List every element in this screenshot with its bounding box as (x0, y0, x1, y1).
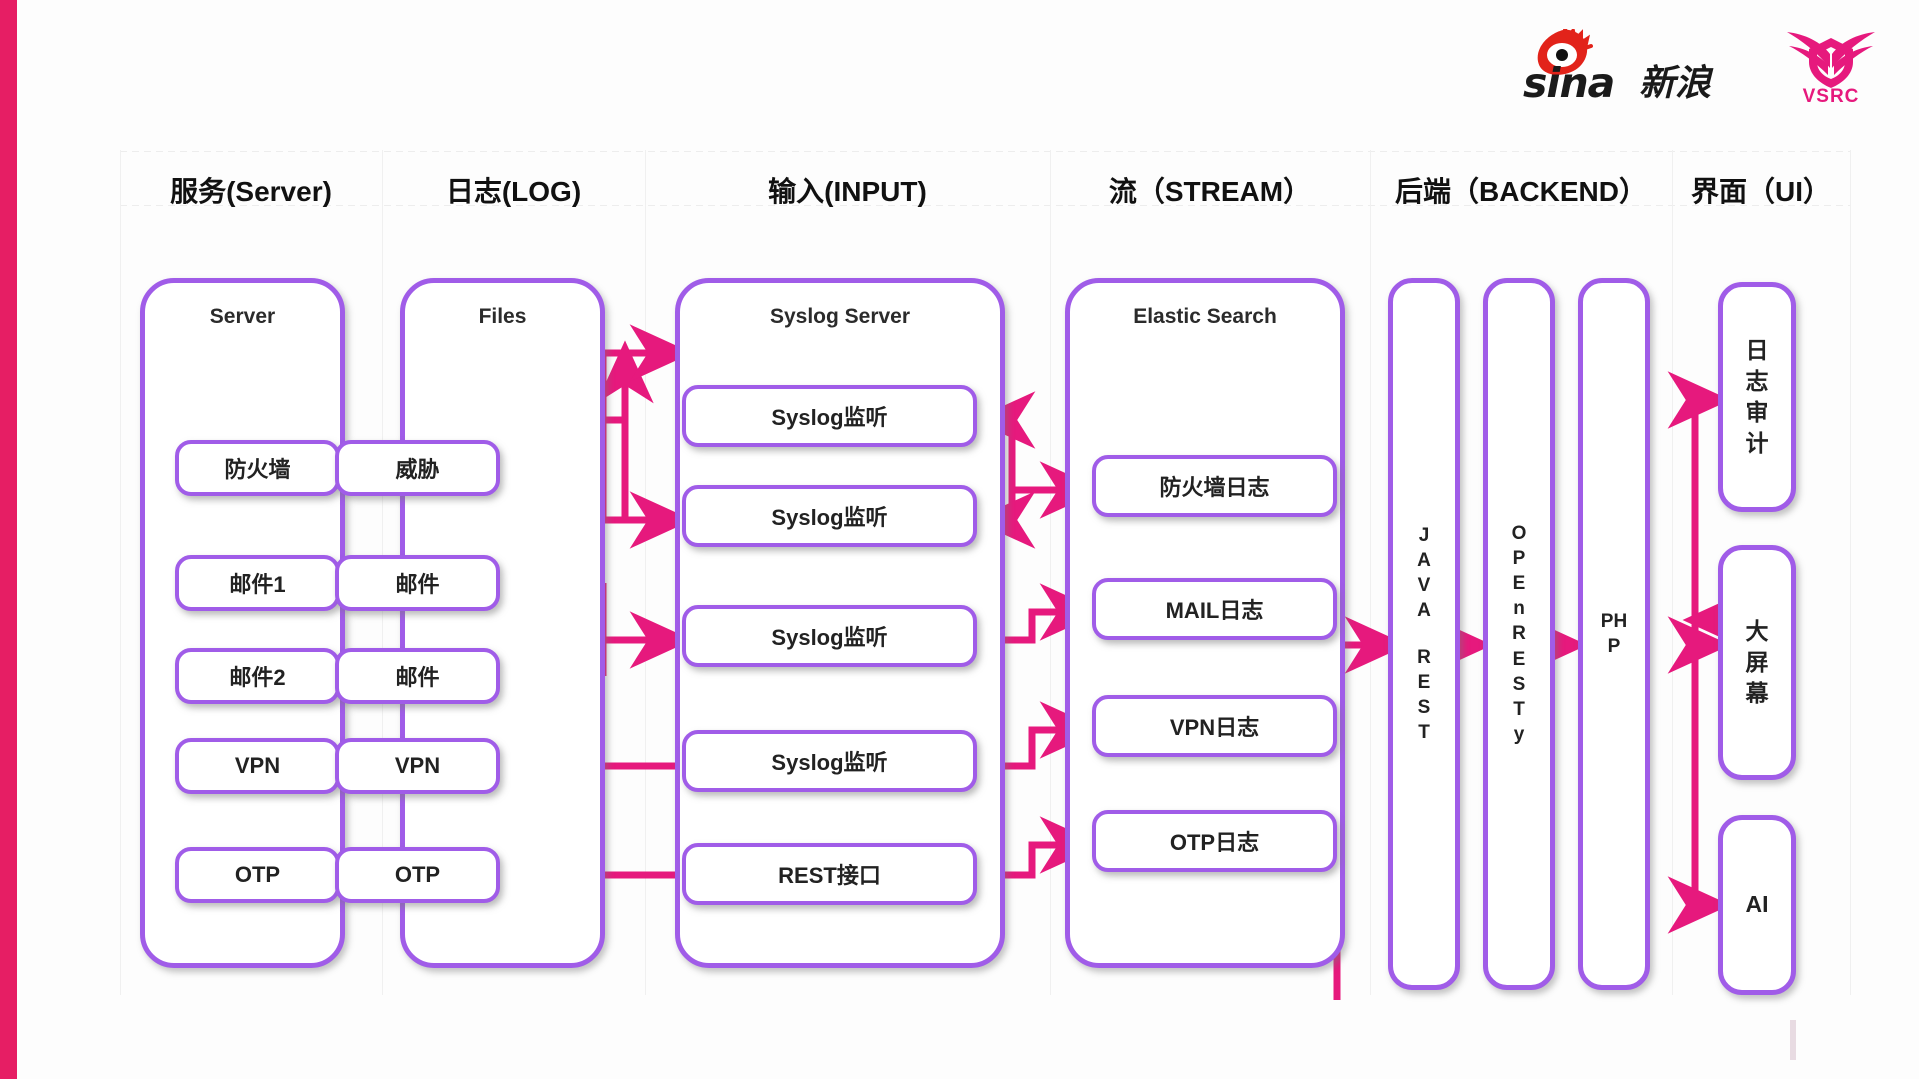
vsrc-wing-shield-icon (1787, 32, 1875, 88)
grid-line-bottom (120, 205, 1850, 206)
node-input-syslog-3[interactable]: Syslog监听 (682, 605, 977, 667)
node-stream-vpn-log[interactable]: VPN日志 (1092, 695, 1337, 757)
node-log-mail-2[interactable]: 邮件 (335, 648, 500, 704)
backend-openresty-line: E (1512, 573, 1526, 595)
backend-openresty-line: R (1512, 623, 1526, 645)
node-server-otp[interactable]: OTP (175, 847, 340, 903)
column-header-server: 服务(Server) (170, 176, 332, 207)
column-header-stream: 流（STREAM） (1108, 176, 1312, 207)
sina-eye-icon (1537, 29, 1593, 75)
group-title-elastic-search: Elastic Search (1133, 305, 1277, 328)
node-log-vpn[interactable]: VPN (335, 738, 500, 794)
sina-chinese-name: 新浪 (1639, 62, 1712, 103)
column-divider (120, 150, 121, 995)
grid-line-top (120, 151, 1850, 152)
column-divider (1370, 150, 1371, 995)
node-ui-ai[interactable]: AI (1718, 815, 1796, 995)
group-title-syslog-server: Syslog Server (769, 305, 911, 328)
backend-php-line: PH (1600, 610, 1628, 632)
backend-openresty-line: P (1512, 548, 1526, 570)
node-server-mail2[interactable]: 邮件2 (175, 648, 340, 704)
left-accent-bar (0, 0, 17, 1079)
logo-group: sina 新浪 VSRC (1523, 28, 1879, 108)
ui-log-audit-line: 志 (1745, 367, 1769, 394)
node-log-otp[interactable]: OTP (335, 847, 500, 903)
column-divider (1050, 150, 1051, 995)
column-divider (1850, 150, 1851, 995)
bottom-artifact (1790, 1020, 1796, 1060)
ui-log-audit-line: 日 (1745, 336, 1769, 363)
ui-log-audit-line: 计 (1745, 430, 1769, 457)
backend-openresty-line: S (1512, 673, 1526, 695)
backend-openresty-line: O (1511, 523, 1527, 545)
node-stream-firewall-log[interactable]: 防火墙日志 (1092, 455, 1337, 517)
node-input-rest-api[interactable]: REST接口 (682, 843, 977, 905)
node-server-vpn[interactable]: VPN (175, 738, 340, 794)
column-header-input: 输入(INPUT) (768, 176, 927, 207)
node-ui-log-audit[interactable]: 日志审计 (1718, 282, 1796, 512)
column-divider (645, 150, 646, 995)
node-ui-big-screen[interactable]: 大屏幕 (1718, 545, 1796, 780)
column-header-log: 日志(LOG) (445, 176, 582, 207)
node-log-mail-1[interactable]: 邮件 (335, 555, 500, 611)
column-header-ui: 界面（UI） (1690, 176, 1831, 207)
backend-java-rest-line: V (1417, 574, 1431, 596)
backend-java-rest-line: S (1417, 697, 1431, 719)
backend-openresty-line: T (1513, 698, 1525, 720)
vsrc-logo: VSRC (1783, 28, 1879, 108)
node-input-syslog-1[interactable]: Syslog监听 (682, 385, 977, 447)
node-server-firewall[interactable]: 防火墙 (175, 440, 340, 496)
node-input-syslog-4[interactable]: Syslog监听 (682, 730, 977, 792)
group-title-files: Files (478, 305, 527, 328)
backend-java-rest-line: E (1417, 672, 1431, 694)
backend-java-rest-line: J (1418, 524, 1430, 546)
ui-big-screen-line: 屏 (1745, 648, 1769, 675)
column-divider (1672, 150, 1673, 995)
node-input-syslog-2[interactable]: Syslog监听 (682, 485, 977, 547)
node-backend-php[interactable]: PH P (1578, 278, 1650, 990)
backend-openresty-line: y (1513, 723, 1525, 745)
backend-java-rest-line: T (1418, 722, 1430, 744)
group-title-server: Server (209, 305, 276, 328)
sina-logo: sina 新浪 (1523, 29, 1723, 107)
backend-openresty-line: n (1513, 598, 1525, 620)
ui-ai-line: AI (1745, 891, 1769, 918)
column-header-backend: 后端（BACKEND） (1394, 176, 1647, 207)
backend-java-rest-line: A (1417, 549, 1431, 571)
ui-big-screen-line: 大 (1745, 617, 1769, 644)
node-server-mail1[interactable]: 邮件1 (175, 555, 340, 611)
node-stream-otp-log[interactable]: OTP日志 (1092, 810, 1337, 872)
ui-big-screen-line: 幕 (1745, 680, 1769, 707)
node-log-threat[interactable]: 威胁 (335, 440, 500, 496)
backend-openresty-line: E (1512, 648, 1526, 670)
backend-java-rest-line: A (1417, 599, 1431, 621)
backend-php-line: P (1607, 636, 1621, 657)
ui-log-audit-line: 审 (1745, 399, 1769, 425)
backend-java-rest-line: R (1417, 647, 1431, 668)
sina-wordmark: sina (1523, 59, 1615, 107)
node-stream-mail-log[interactable]: MAIL日志 (1092, 578, 1337, 640)
vsrc-wordmark: VSRC (1802, 86, 1860, 107)
